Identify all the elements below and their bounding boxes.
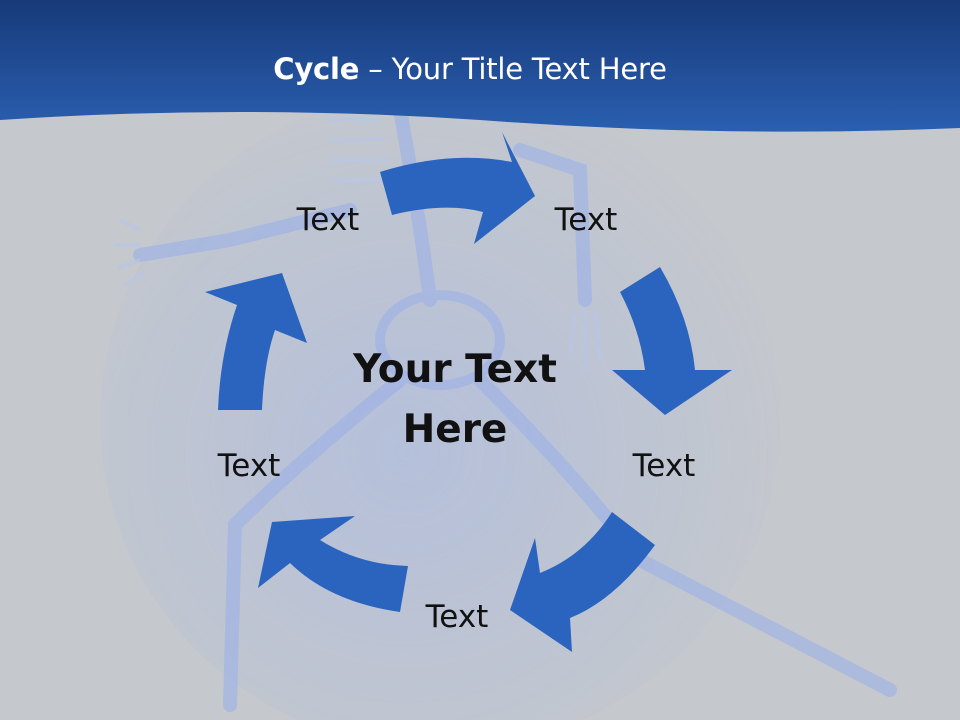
slide-title-bold: Cycle (273, 52, 360, 86)
cycle-arrow-bottom-right (510, 512, 655, 652)
cycle-arrow-top (380, 132, 535, 244)
cycle-label-bottom: Text (425, 599, 489, 635)
cycle-label-right: Text (632, 448, 696, 484)
slide-title-rest: – Your Title Text Here (359, 52, 667, 86)
center-text-line2: Here (402, 407, 508, 452)
header-band (0, 0, 960, 132)
slide-title: Cycle – Your Title Text Here (0, 52, 940, 86)
cycle-label-top-left: Text (296, 202, 360, 238)
cycle-arrow-right (612, 267, 732, 415)
cycle-arrow-left (205, 273, 307, 410)
cycle-arrow-bottom-left (258, 516, 408, 612)
cycle-label-left: Text (217, 448, 281, 484)
center-text: Your Text Here (330, 340, 580, 460)
cycle-arrows (205, 132, 732, 652)
cycle-label-top-right: Text (554, 202, 618, 238)
center-text-line1: Your Text (353, 347, 557, 392)
